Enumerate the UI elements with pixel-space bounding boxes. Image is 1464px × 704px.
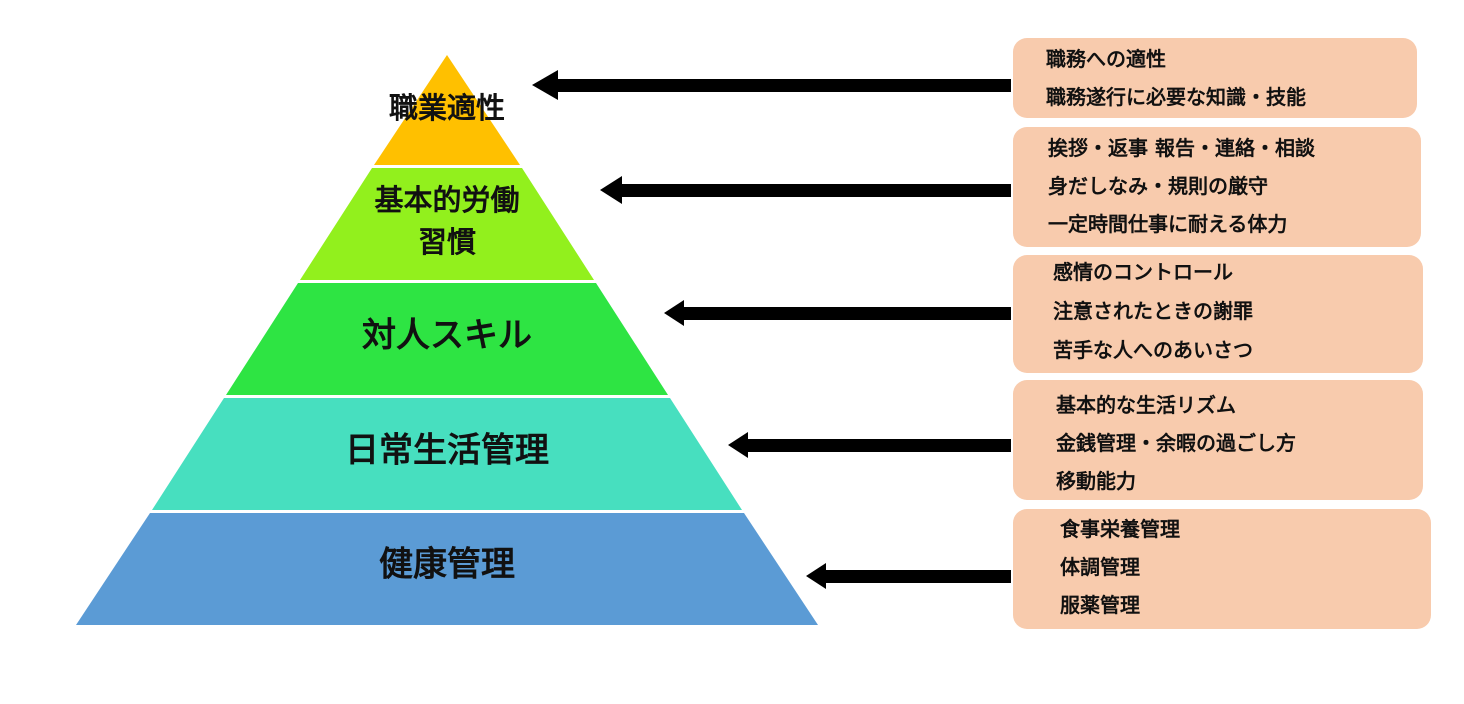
note-box-4: 食事栄養管理 体調管理 服薬管理 xyxy=(1013,509,1431,629)
arrow-1 xyxy=(600,176,1011,204)
note-4-line-0: 食事栄養管理 xyxy=(1060,517,1180,541)
tier-label-3: 日常生活管理 xyxy=(345,426,549,475)
note-1-line-1: 身だしなみ・規則の厳守 xyxy=(1048,174,1268,198)
tier-vocational-aptitude xyxy=(374,55,520,165)
note-4-line-2: 服薬管理 xyxy=(1060,593,1140,617)
tier-label-2-line-0: 対人スキル xyxy=(362,315,532,356)
tier-label-3-line-0: 日常生活管理 xyxy=(345,430,549,471)
tier-label-4-line-0: 健康管理 xyxy=(379,544,515,585)
note-3-line-0: 基本的な生活リズム xyxy=(1056,393,1236,417)
note-3-line-2: 移動能力 xyxy=(1056,469,1136,493)
note-0-line-0: 職務への適性 xyxy=(1046,47,1166,71)
tier-interpersonal-skills xyxy=(226,283,668,395)
note-4-line-1: 体調管理 xyxy=(1060,555,1140,579)
arrow-3 xyxy=(728,432,1011,458)
note-2-line-2: 苦手な人へのあいさつ xyxy=(1053,338,1253,362)
tier-label-2: 対人スキル xyxy=(362,311,532,360)
note-1-line-0: 挨拶・返事 報告・連絡・相談 xyxy=(1048,136,1315,160)
tier-work-habits xyxy=(300,168,594,280)
note-3-line-1: 金銭管理・余暇の過ごし方 xyxy=(1056,431,1296,455)
tier-label-1: 基本的労働 習慣 xyxy=(374,179,519,263)
note-2-line-1: 注意されたときの謝罪 xyxy=(1053,299,1253,323)
arrow-4 xyxy=(806,563,1011,589)
note-box-3: 基本的な生活リズム 金銭管理・余暇の過ごし方 移動能力 xyxy=(1013,380,1423,500)
note-0-line-1: 職務遂行に必要な知識・技能 xyxy=(1046,85,1306,109)
note-box-0: 職務への適性 職務遂行に必要な知識・技能 xyxy=(1013,38,1417,118)
arrow-0 xyxy=(532,70,1011,100)
tier-daily-living xyxy=(152,398,742,510)
tier-label-0-line-0: 職業適性 xyxy=(388,90,506,125)
tier-health-management xyxy=(76,513,818,625)
note-box-1: 挨拶・返事 報告・連絡・相談 身だしなみ・規則の厳守 一定時間仕事に耐える体力 xyxy=(1013,127,1421,247)
note-2-line-0: 感情のコントロール xyxy=(1053,260,1233,284)
tier-label-1-line-0: 基本的労働 xyxy=(374,182,520,217)
tier-label-1-line-1: 習慣 xyxy=(417,225,477,259)
note-box-2: 感情のコントロール 注意されたときの謝罪 苦手な人へのあいさつ xyxy=(1013,255,1423,373)
tier-label-4: 健康管理 xyxy=(379,540,515,589)
arrow-2 xyxy=(664,300,1011,326)
note-1-line-2: 一定時間仕事に耐える体力 xyxy=(1048,212,1288,236)
tier-label-0: 職業適性 xyxy=(389,87,505,129)
